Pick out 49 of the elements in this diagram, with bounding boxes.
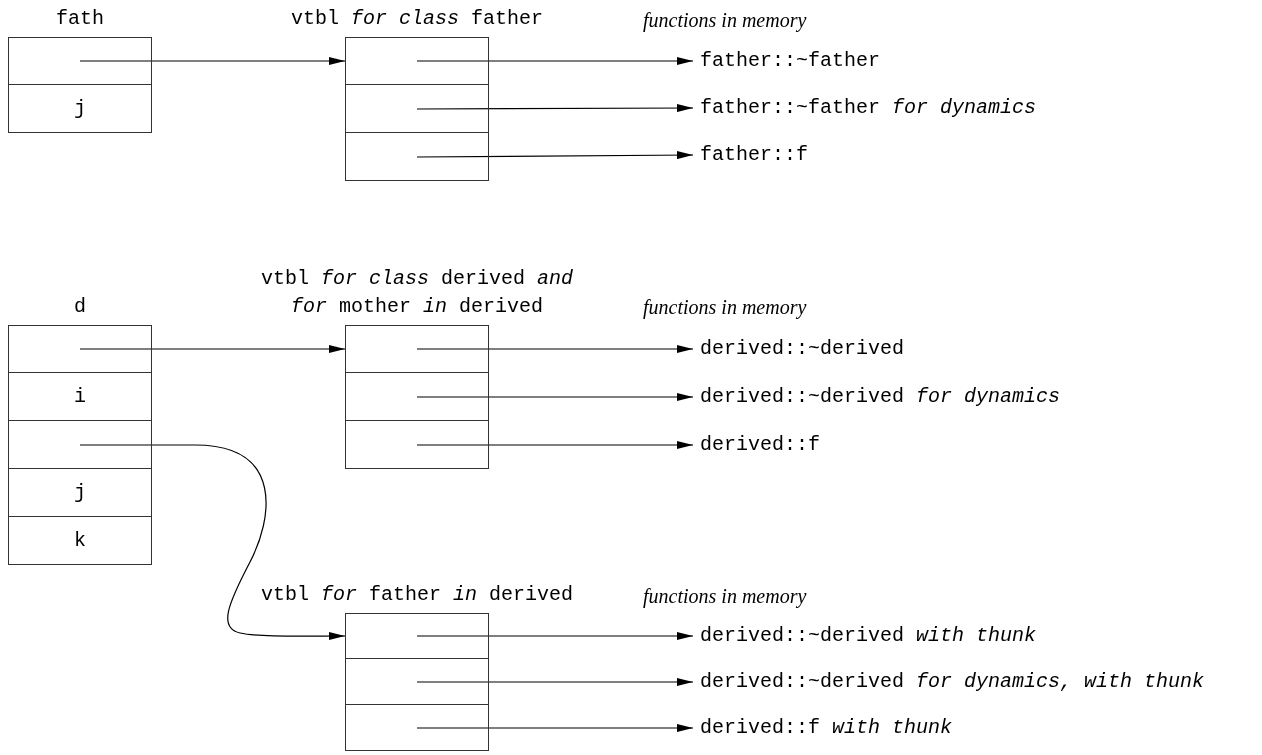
function-name: father::~father xyxy=(700,49,881,73)
block-heading: vtbl for class derived and for mother in derived xyxy=(259,266,575,320)
section-note: functions in memory xyxy=(643,295,807,319)
field-name: k xyxy=(74,529,86,552)
block-heading: vtbl for father in derived xyxy=(260,582,574,608)
pointer-arrow xyxy=(416,345,694,353)
function-name: derived::~derived with thunk xyxy=(700,624,1037,648)
pointer-arrow xyxy=(416,151,694,160)
pointer-slot xyxy=(8,420,152,469)
field-name: j xyxy=(74,481,86,504)
pointer-slot xyxy=(345,132,489,181)
pointer-arrow xyxy=(79,345,346,353)
function-name: derived::~derived xyxy=(700,337,905,361)
pointer-slot xyxy=(345,325,489,373)
pointer-arrow xyxy=(416,57,694,65)
pointer-arrow xyxy=(416,724,694,732)
function-name: derived::~derived for dynamics xyxy=(700,385,1061,409)
section-note: functions in memory xyxy=(643,8,807,32)
pointer-slot xyxy=(345,613,489,659)
pointer-arrow xyxy=(79,57,346,65)
memory-cell xyxy=(8,468,152,517)
memory-cell xyxy=(8,516,152,565)
pointer-slot xyxy=(345,37,489,85)
pointer-arrow xyxy=(416,441,694,449)
pointer-slot xyxy=(345,704,489,751)
memory-cell xyxy=(8,84,152,133)
block-heading: d xyxy=(74,294,86,320)
memory-cell xyxy=(8,372,152,421)
pointer-slot xyxy=(345,420,489,469)
function-name: father::~father for dynamics xyxy=(700,96,1037,120)
pointer-slot xyxy=(8,37,152,85)
pointer-slot xyxy=(345,84,489,133)
block-heading: vtbl for class father xyxy=(290,6,544,32)
function-name: derived::f with thunk xyxy=(700,716,953,740)
pointer-slot xyxy=(345,372,489,421)
pointer-arrow xyxy=(416,632,694,640)
pointer-arrow xyxy=(416,678,694,686)
field-name: i xyxy=(74,385,86,408)
field-name: j xyxy=(74,97,86,120)
section-note: functions in memory xyxy=(643,584,807,608)
function-name: derived::f xyxy=(700,433,821,457)
pointer-arrow xyxy=(416,104,694,113)
pointer-arrow xyxy=(416,393,694,401)
function-name: father::f xyxy=(700,143,809,167)
pointer-slot xyxy=(345,658,489,705)
pointer-slot xyxy=(8,325,152,373)
pointer-arrow xyxy=(79,444,346,640)
block-heading: fath xyxy=(56,6,104,32)
function-name: derived::~derived for dynamics, with thunk xyxy=(700,670,1205,694)
